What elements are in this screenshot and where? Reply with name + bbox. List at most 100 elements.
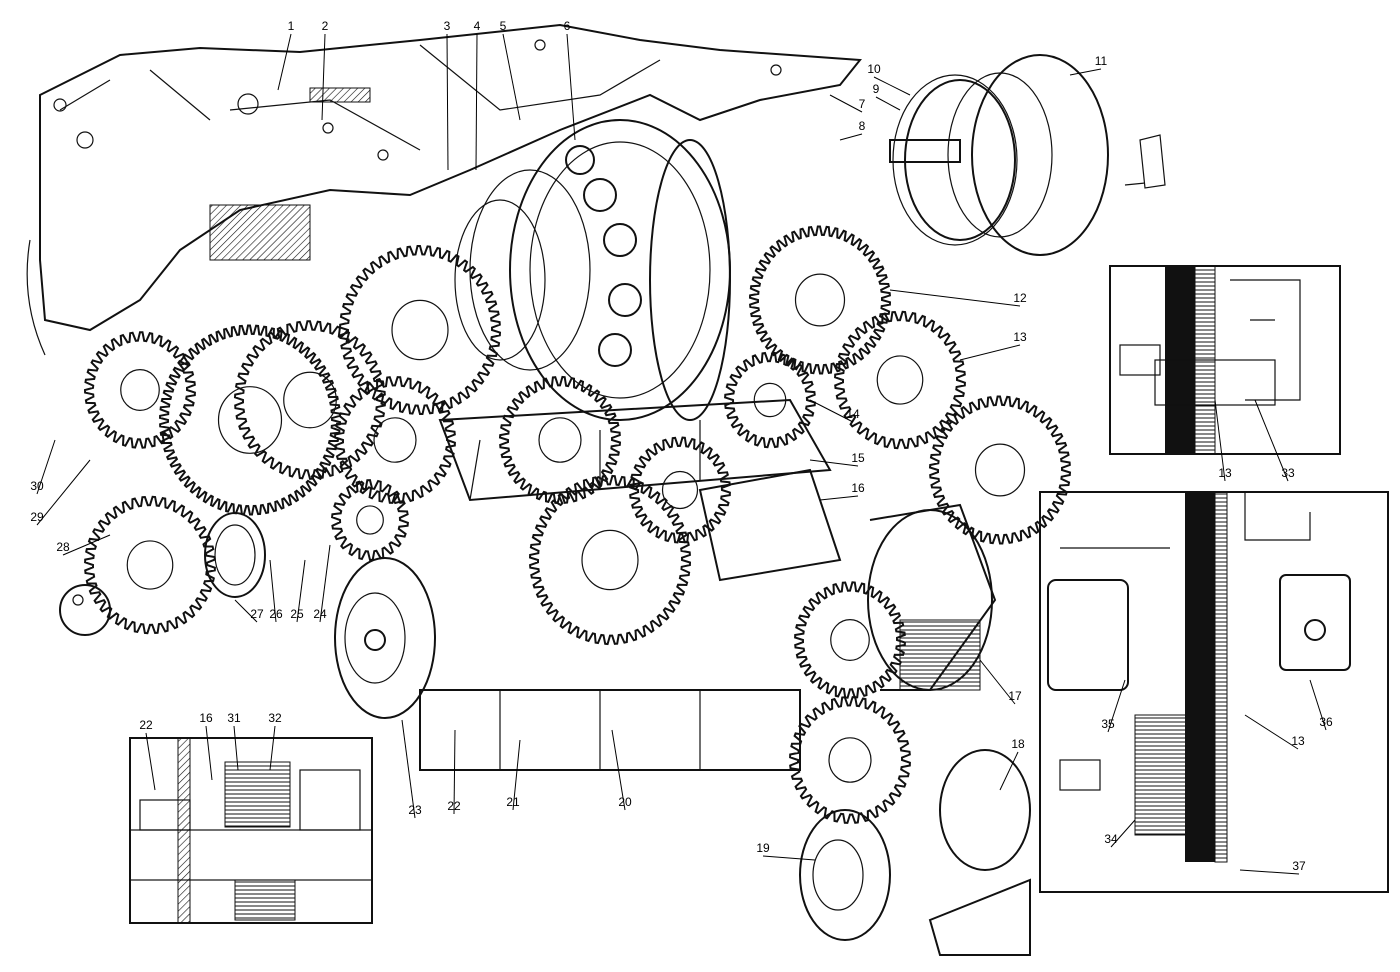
leader-line-36 (1309, 679, 1327, 731)
callout-label-25: 25 (290, 607, 304, 621)
callout-label-36: 36 (1319, 715, 1333, 729)
callout-label-16b: 16 (199, 711, 213, 725)
callout-label-13b: 13 (1218, 466, 1232, 480)
gear-hub (661, 470, 699, 510)
leader-line-21 (512, 739, 521, 811)
leader-line-15 (809, 459, 859, 467)
gear (338, 245, 502, 415)
leader-line-19 (762, 855, 816, 861)
callout-label-32: 32 (268, 711, 282, 725)
callout-label-6: 6 (564, 19, 571, 33)
callout-label-15: 15 (851, 451, 865, 465)
leader-line-4 (475, 33, 478, 171)
leader-line-13b (1214, 399, 1226, 482)
callout-label-35: 35 (1101, 717, 1115, 731)
leader-line-16b (205, 725, 213, 781)
leader-line-28 (62, 534, 111, 556)
callout-label-3: 3 (444, 19, 451, 33)
leader-line-13c (1244, 714, 1299, 750)
callout-label-30: 30 (30, 479, 44, 493)
leader-line-32 (269, 725, 276, 771)
leader-line-10 (873, 76, 911, 96)
leader-line-14 (809, 399, 854, 423)
rear-cover (889, 54, 1166, 256)
gear (629, 436, 731, 544)
leader-line-35 (1107, 679, 1126, 733)
callout-label-27: 27 (250, 607, 264, 621)
gear-hub (373, 417, 417, 463)
gear-hub (974, 443, 1026, 497)
leader-line-11 (1069, 68, 1102, 76)
inset-section-13-33 (1109, 265, 1341, 455)
gear-hub (538, 417, 582, 463)
leader-line-22a (453, 729, 456, 815)
leader-line-31 (233, 725, 239, 771)
output-flange (334, 557, 436, 719)
leader-line-22b (145, 732, 156, 791)
callout-label-10: 10 (867, 62, 881, 76)
leader-line-34 (1110, 819, 1136, 848)
callout-label-33: 33 (1281, 466, 1295, 480)
gear-hub (356, 505, 384, 535)
callout-label-20: 20 (618, 795, 632, 809)
gear-set (83, 225, 1072, 824)
callout-label-9: 9 (873, 82, 880, 96)
gear (84, 495, 216, 635)
callout-label-16a: 16 (851, 481, 865, 495)
gear (834, 310, 966, 450)
callout-label-18: 18 (1011, 737, 1025, 751)
leader-line-5 (502, 33, 521, 121)
callout-label-13a: 13 (1013, 330, 1027, 344)
leader-line-3 (446, 33, 449, 171)
leader-line-25 (296, 559, 306, 623)
callout-label-1: 1 (288, 19, 295, 33)
leader-line-37 (1239, 869, 1300, 875)
gear-hub (217, 386, 283, 454)
leader-line-12 (889, 289, 1021, 307)
callout-label-24: 24 (313, 607, 327, 621)
gear (789, 696, 911, 824)
gear-hub (126, 540, 174, 590)
callout-label-29: 29 (30, 510, 44, 524)
callout-label-21: 21 (506, 795, 520, 809)
gear (334, 376, 456, 504)
gear-hub (581, 529, 639, 591)
callout-label-22a: 22 (447, 799, 461, 813)
callout-label-31: 31 (227, 711, 241, 725)
gear-hub (283, 371, 337, 429)
gear-hub (830, 619, 870, 661)
gear (331, 479, 409, 561)
leader-line-6 (566, 33, 576, 141)
leader-line-1 (277, 33, 292, 91)
gear (928, 395, 1072, 545)
gearbox-housing (26, 23, 862, 356)
callout-label-19: 19 (756, 841, 770, 855)
callout-label-28: 28 (56, 540, 70, 554)
gear (233, 320, 387, 480)
leader-line-16a (819, 495, 859, 501)
gear (724, 351, 816, 449)
callout-label-12: 12 (1013, 291, 1027, 305)
leader-line-17 (979, 659, 1016, 705)
gear (748, 225, 892, 375)
gear-hub (794, 273, 846, 327)
leader-line-2 (321, 33, 326, 121)
gear (158, 324, 342, 516)
inset-section-22-31-32 (129, 737, 373, 924)
gear-hub (876, 355, 924, 405)
inset-section-pumps (1039, 491, 1389, 893)
callout-label-7: 7 (859, 97, 866, 111)
leader-line-24 (319, 544, 331, 623)
callout-label-26: 26 (269, 607, 283, 621)
gear (794, 581, 906, 699)
callout-label-4: 4 (474, 19, 481, 33)
leader-line-7 (829, 94, 863, 113)
gear-hub (391, 299, 449, 361)
leader-line-26 (269, 559, 277, 623)
callout-label-23: 23 (408, 803, 422, 817)
callout-label-2: 2 (322, 19, 329, 33)
callout-label-8: 8 (859, 119, 866, 133)
